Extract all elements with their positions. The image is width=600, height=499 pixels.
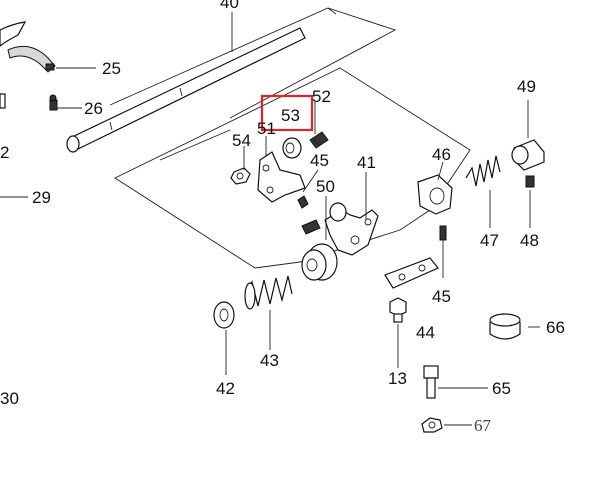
- callout-49: 49: [517, 77, 536, 96]
- callout-47: 47: [480, 231, 499, 250]
- highlight-box: [260, 94, 314, 132]
- callout-44: 44: [416, 323, 435, 342]
- arm-part-51: [257, 151, 306, 203]
- collar-part-50: [301, 202, 347, 235]
- main-plate-outline: [114, 67, 471, 269]
- plate-part-44: [384, 257, 439, 289]
- setscrew-part-48: [525, 175, 535, 228]
- spring-part-47: [465, 155, 501, 228]
- shaft-part-40: [66, 27, 306, 153]
- callout-45-lower: 45: [432, 287, 451, 306]
- callout-13: 13: [388, 369, 407, 388]
- leader-lines: [0, 12, 540, 328]
- nut-part-54: [230, 167, 251, 185]
- bushing-part-53: [282, 137, 302, 159]
- callout-65: 65: [492, 379, 511, 398]
- callout-41: 41: [357, 153, 376, 172]
- roller-assembly: [301, 243, 338, 281]
- callout-30: 30: [0, 389, 19, 408]
- screw-part-45a: [297, 195, 309, 209]
- bushing-part-49: [511, 100, 545, 171]
- spring-part-43: [244, 275, 293, 350]
- screw-part-65: [423, 365, 488, 399]
- upper-panel-outline: [109, 7, 397, 119]
- cam-part-46: [417, 174, 453, 215]
- callout-46: 46: [432, 145, 451, 164]
- callout-51: 51: [257, 119, 276, 138]
- nut-part-67: [421, 417, 472, 433]
- cap-part-66: [489, 313, 521, 340]
- callout-50: 50: [316, 177, 335, 196]
- callout-40: 40: [220, 0, 239, 12]
- callout-67: 67: [474, 416, 492, 435]
- callout-53: 53: [281, 106, 300, 125]
- screw-part-52: [309, 131, 329, 149]
- callout-2: 2: [0, 143, 9, 162]
- callout-42: 42: [216, 379, 235, 398]
- callout-25: 25: [102, 59, 121, 78]
- lever-part-25: [0, 21, 56, 73]
- callout-29: 29: [32, 188, 51, 207]
- callout-66: 66: [546, 318, 565, 337]
- bolt-part-13: [389, 297, 407, 368]
- pin-part-45b: [439, 225, 447, 278]
- callout-45-upper: 45: [310, 151, 329, 170]
- callout-52: 52: [312, 87, 331, 106]
- callout-43: 43: [260, 351, 279, 370]
- washer-part-42: [213, 301, 235, 375]
- callout-54: 54: [232, 131, 251, 150]
- callout-26: 26: [84, 99, 103, 118]
- callout-48: 48: [520, 231, 539, 250]
- screw-part-26: [49, 94, 58, 111]
